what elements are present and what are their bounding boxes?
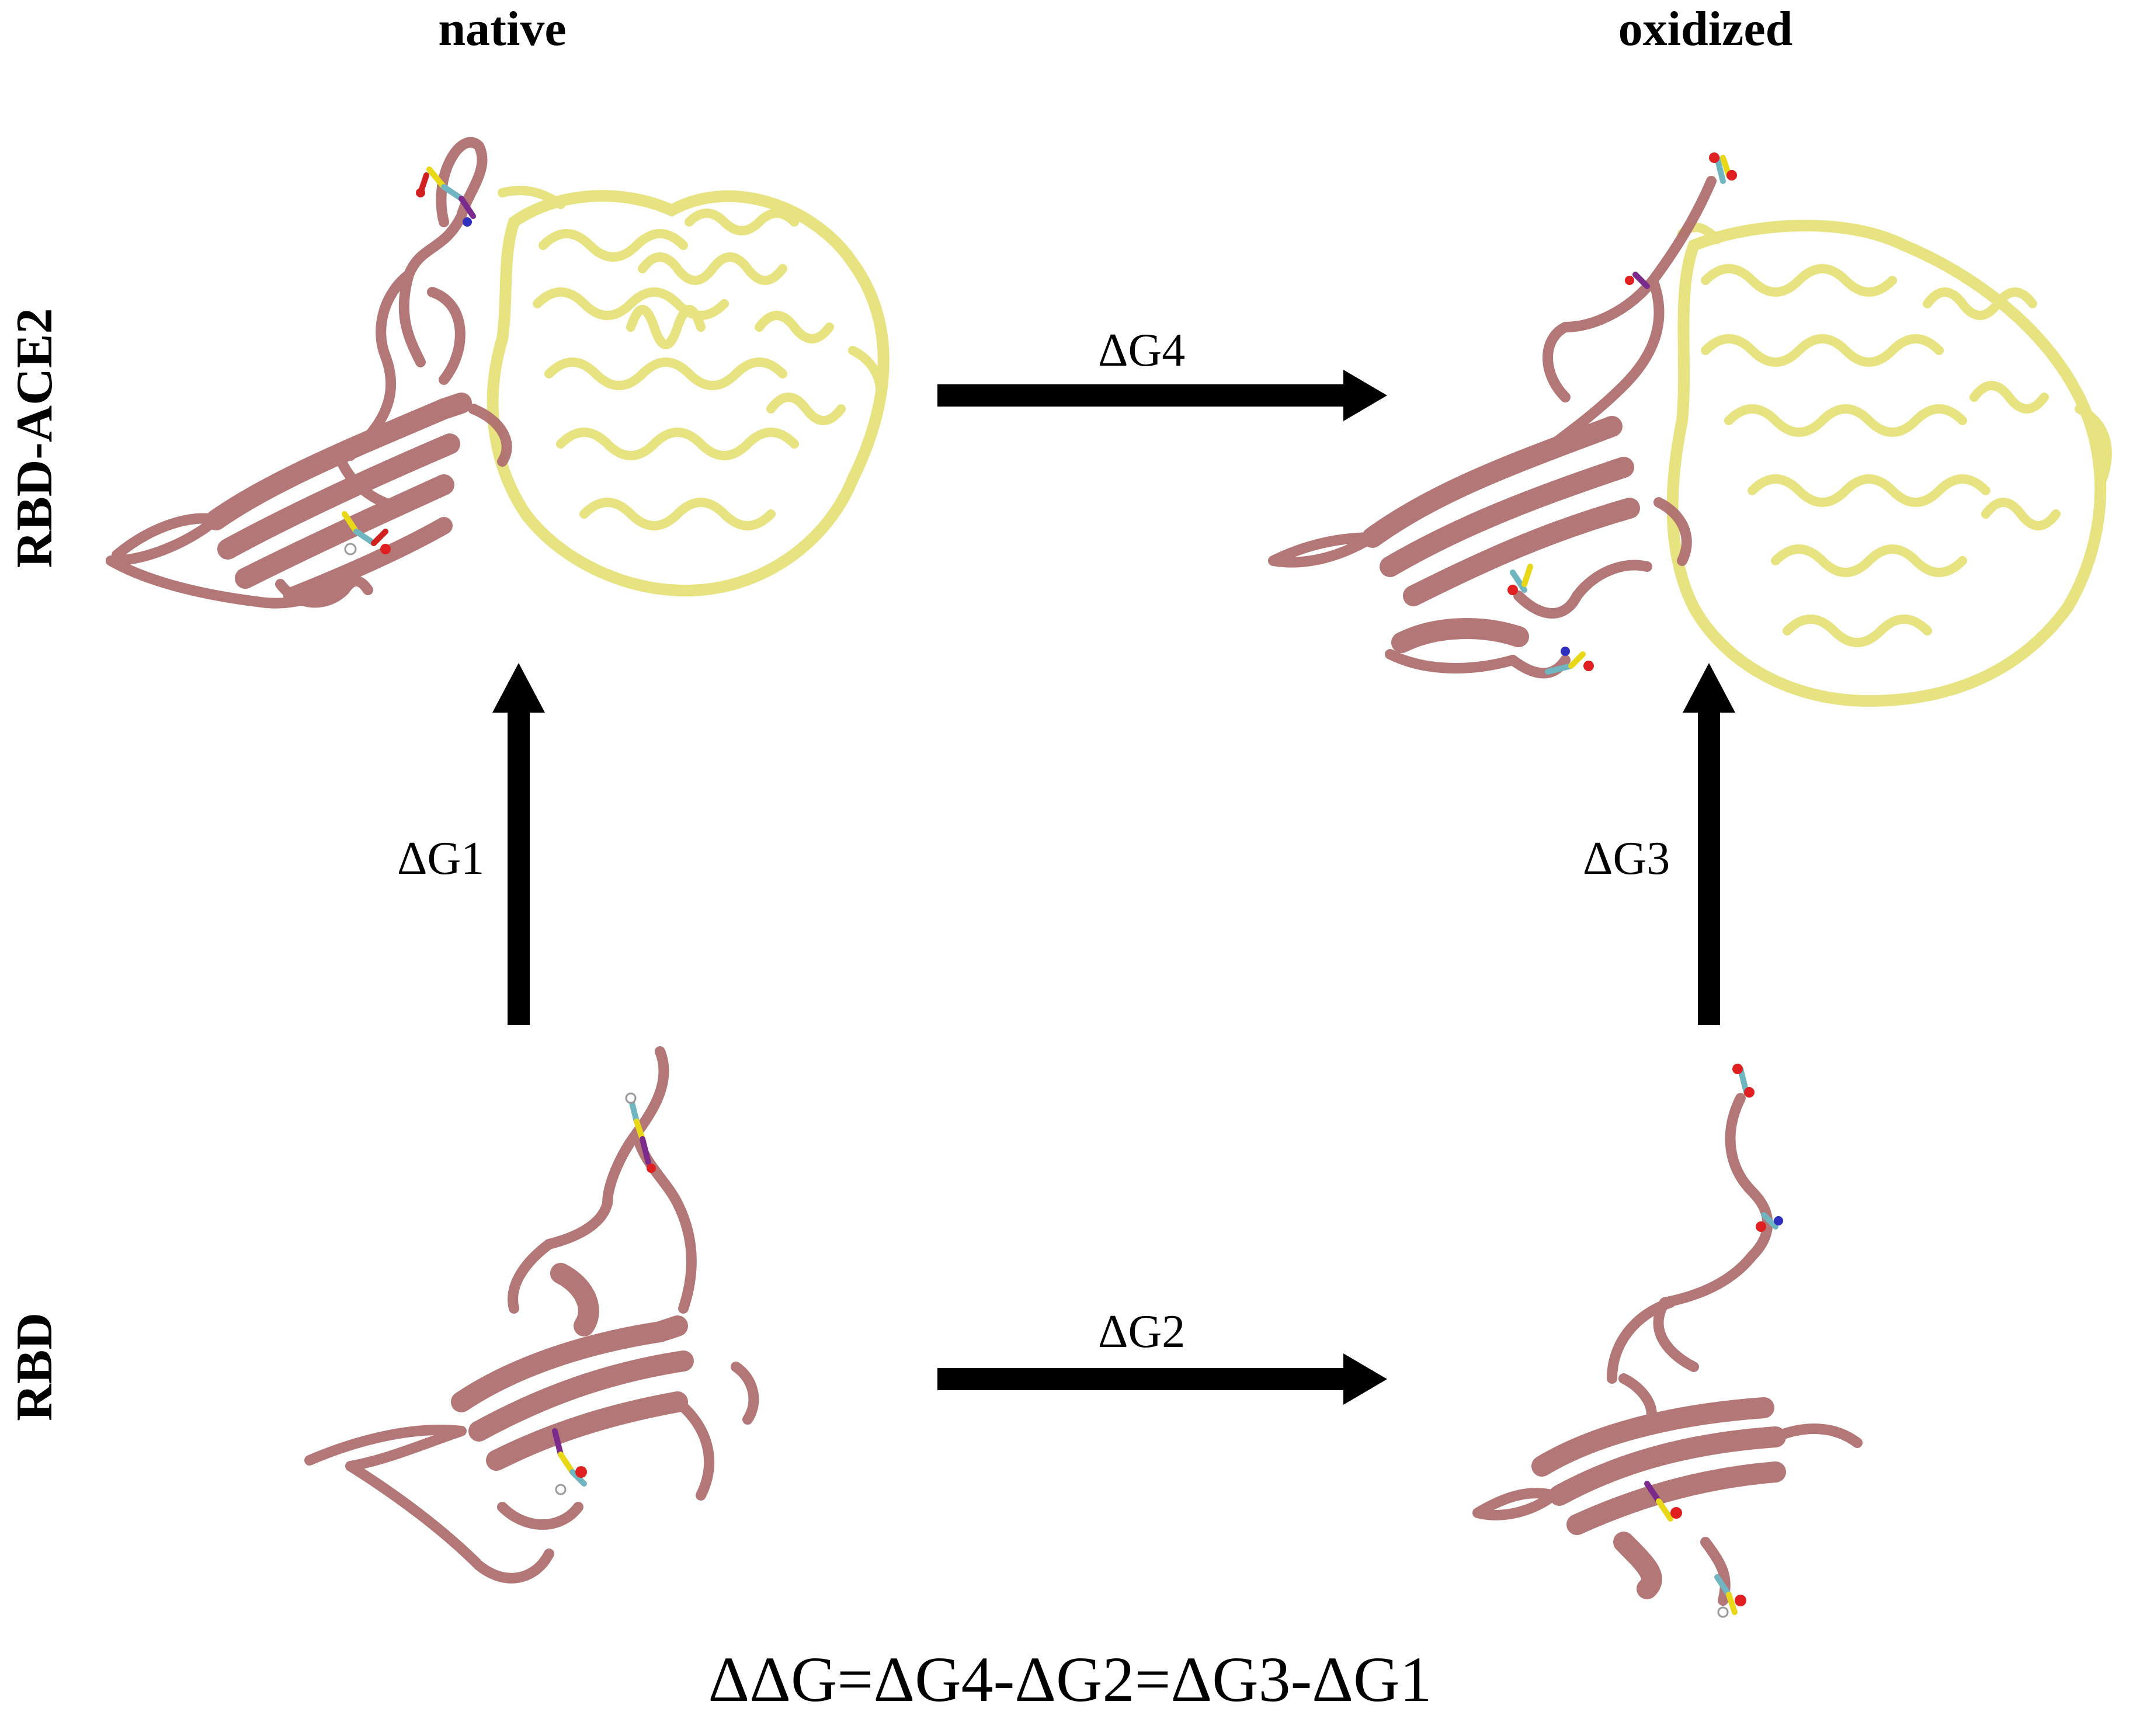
ligand-sticks-oxidized-free bbox=[1644, 1064, 1783, 1618]
rbd-structure-oxidized-free bbox=[1472, 1093, 1863, 1606]
native-rbd-free bbox=[304, 1046, 759, 1584]
ligand-sticks-native-bound-bottom bbox=[342, 511, 391, 555]
label-delta-g3: ΔG3 bbox=[1583, 833, 1670, 884]
label-delta-g2: ΔG2 bbox=[1098, 1306, 1186, 1357]
delta-delta-g-equation: ΔΔG=ΔG4-ΔG2=ΔG3-ΔG1 bbox=[708, 1644, 1432, 1715]
rbd-structure-native-bound bbox=[106, 137, 512, 609]
column-header-native: native bbox=[438, 2, 567, 56]
arrow-delta-g4 bbox=[937, 370, 1387, 421]
ligand-sticks-oxidized-bound bbox=[1507, 152, 1737, 675]
ligand-sticks-native-bound-top bbox=[416, 166, 476, 227]
ace2-structure-oxidized bbox=[1666, 220, 2112, 707]
label-delta-g1: ΔG1 bbox=[397, 833, 485, 884]
rbd-structure-oxidized-bound bbox=[1268, 176, 1717, 679]
arrow-delta-g2 bbox=[937, 1353, 1387, 1405]
oxidized-rbd-ace2-complex bbox=[1268, 152, 2112, 707]
column-header-oxidized: oxidized bbox=[1618, 2, 1793, 56]
arrow-delta-g3 bbox=[1683, 663, 1735, 1025]
oxidized-rbd-free bbox=[1472, 1064, 1863, 1618]
rbd-structure-native-free bbox=[304, 1046, 759, 1584]
native-rbd-ace2-complex bbox=[106, 137, 890, 609]
ligand-sticks-native-free bbox=[552, 1092, 656, 1495]
label-delta-g4: ΔG4 bbox=[1098, 325, 1186, 376]
arrow-delta-g1 bbox=[492, 663, 545, 1025]
ace2-structure-native bbox=[487, 186, 890, 597]
